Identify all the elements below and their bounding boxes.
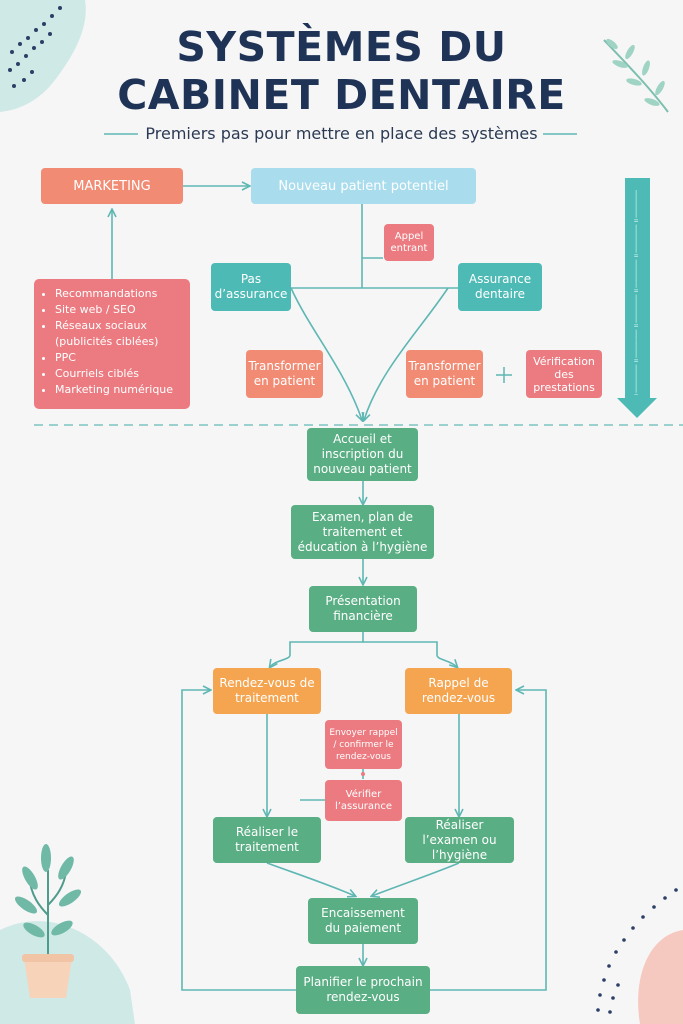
list-item: Recommandations <box>55 286 184 302</box>
node-convert-right: Transformer en patient <box>406 350 483 398</box>
node-convert-left: Transformer en patient <box>246 350 323 398</box>
node-send-reminder: Envoyer rappel / confirmer le rendez-vou… <box>325 720 402 769</box>
node-new-patient: Nouveau patient potentiel <box>251 168 476 204</box>
arrow-do-payment-left <box>266 862 355 896</box>
decor-dots-top-left <box>8 6 62 88</box>
node-reception: Accueil et inscription du nouveau patien… <box>307 428 418 481</box>
node-recall-appointment: Rappel de rendez-vous <box>405 668 512 714</box>
node-incoming-call: Appel entrant <box>384 224 434 261</box>
node-financial: Présentation financière <box>309 586 417 632</box>
decor-branch-top-right <box>603 39 669 113</box>
arrow-left-branch <box>290 287 362 420</box>
node-benefits-check: Vérification des prestations <box>526 350 602 398</box>
list-item: Réseaux sociaux (publicités ciblées) <box>55 318 184 350</box>
node-treatment-appointment: Rendez-vous de traitement <box>213 668 321 714</box>
page-title-line-1: SYSTÈMES DU <box>176 23 507 71</box>
page-title-line-2: CABINET DENTAIRE <box>117 71 566 119</box>
arrow-financial-recall <box>363 641 457 667</box>
list-item: Courriels ciblés <box>55 366 184 382</box>
arrow-financial-treatment <box>270 632 364 667</box>
loop-left <box>181 690 296 991</box>
list-item: PPC <box>55 350 184 366</box>
decor-plant <box>14 844 82 998</box>
node-check-insurance: Vérifier l’assurance <box>325 780 402 821</box>
loop-right <box>430 690 547 991</box>
node-exam: Examen, plan de traitement et éducation … <box>291 505 434 559</box>
vertical-decor-text: ||||=||||=||||=||||=||||=||||=||||=||||=… <box>634 190 639 395</box>
decor-leaves-top-right <box>606 38 665 106</box>
decor-blob-bottom-right <box>638 930 683 1024</box>
big-down-arrow <box>617 178 657 418</box>
node-marketing: MARKETING <box>41 168 183 204</box>
arrow-right-branch <box>364 287 449 420</box>
node-no-insurance: Pas d’assurance <box>211 263 291 311</box>
node-do-treatment: Réaliser le traitement <box>213 817 321 863</box>
page-subtitle: Premiers pas pour mettre en place des sy… <box>145 124 538 143</box>
decor-blob-top-left <box>0 0 86 112</box>
node-payment: Encaissement du paiement <box>308 898 418 944</box>
plus-sign: + <box>489 361 519 389</box>
node-dental-insurance: Assurance dentaire <box>458 263 542 311</box>
decor-dots-bottom-right <box>596 888 678 1014</box>
arrow-do-payment-right <box>372 862 460 896</box>
list-item: Marketing numérique <box>55 382 184 398</box>
node-next-appointment: Planifier le prochain rendez-vous <box>296 966 430 1014</box>
marketing-channels-list: Recommandations Site web / SEO Réseaux s… <box>34 279 190 409</box>
node-do-exam: Réaliser l’examen ou l’hygiène <box>405 817 514 863</box>
list-item: Site web / SEO <box>55 302 184 318</box>
